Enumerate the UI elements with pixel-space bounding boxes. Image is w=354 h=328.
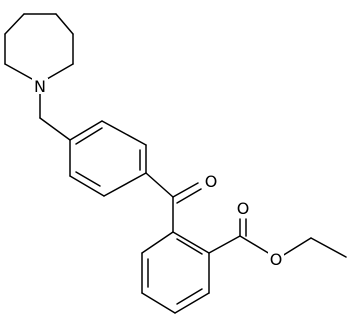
para-benzene-ring (69, 120, 147, 197)
bond (75, 127, 103, 145)
bond (176, 238, 203, 255)
bond (172, 231, 210, 254)
atom-o-ester-ether: O (268, 250, 284, 269)
bond (103, 172, 147, 197)
bond (75, 171, 101, 187)
bond (69, 175, 105, 197)
bond (310, 237, 347, 258)
ortho-benzene-ring (141, 231, 210, 314)
bond (281, 237, 312, 257)
bond (176, 288, 203, 305)
bond (145, 172, 174, 198)
ketone-oxygen-label: O (205, 172, 218, 191)
ester-ether-oxygen-label: O (270, 250, 283, 269)
bond (69, 120, 103, 141)
bond (208, 235, 241, 254)
atom-o-ketone: O (203, 172, 219, 191)
bond (239, 235, 271, 255)
bond (4, 63, 33, 80)
ester-carbonyl-oxygen-label: O (237, 199, 250, 218)
bond (101, 120, 147, 146)
bond (141, 231, 174, 254)
bond (176, 188, 202, 204)
piperidine-ring (4, 13, 74, 80)
bond (174, 292, 210, 314)
atom-n: N (32, 77, 48, 96)
bond (141, 292, 176, 314)
bond (55, 13, 74, 35)
atom-o-ester-carbonyl: O (235, 199, 251, 218)
bond (39, 117, 71, 141)
nitrogen-label: N (34, 77, 46, 96)
bond (4, 13, 25, 35)
bond (172, 182, 199, 198)
bond (46, 63, 74, 80)
